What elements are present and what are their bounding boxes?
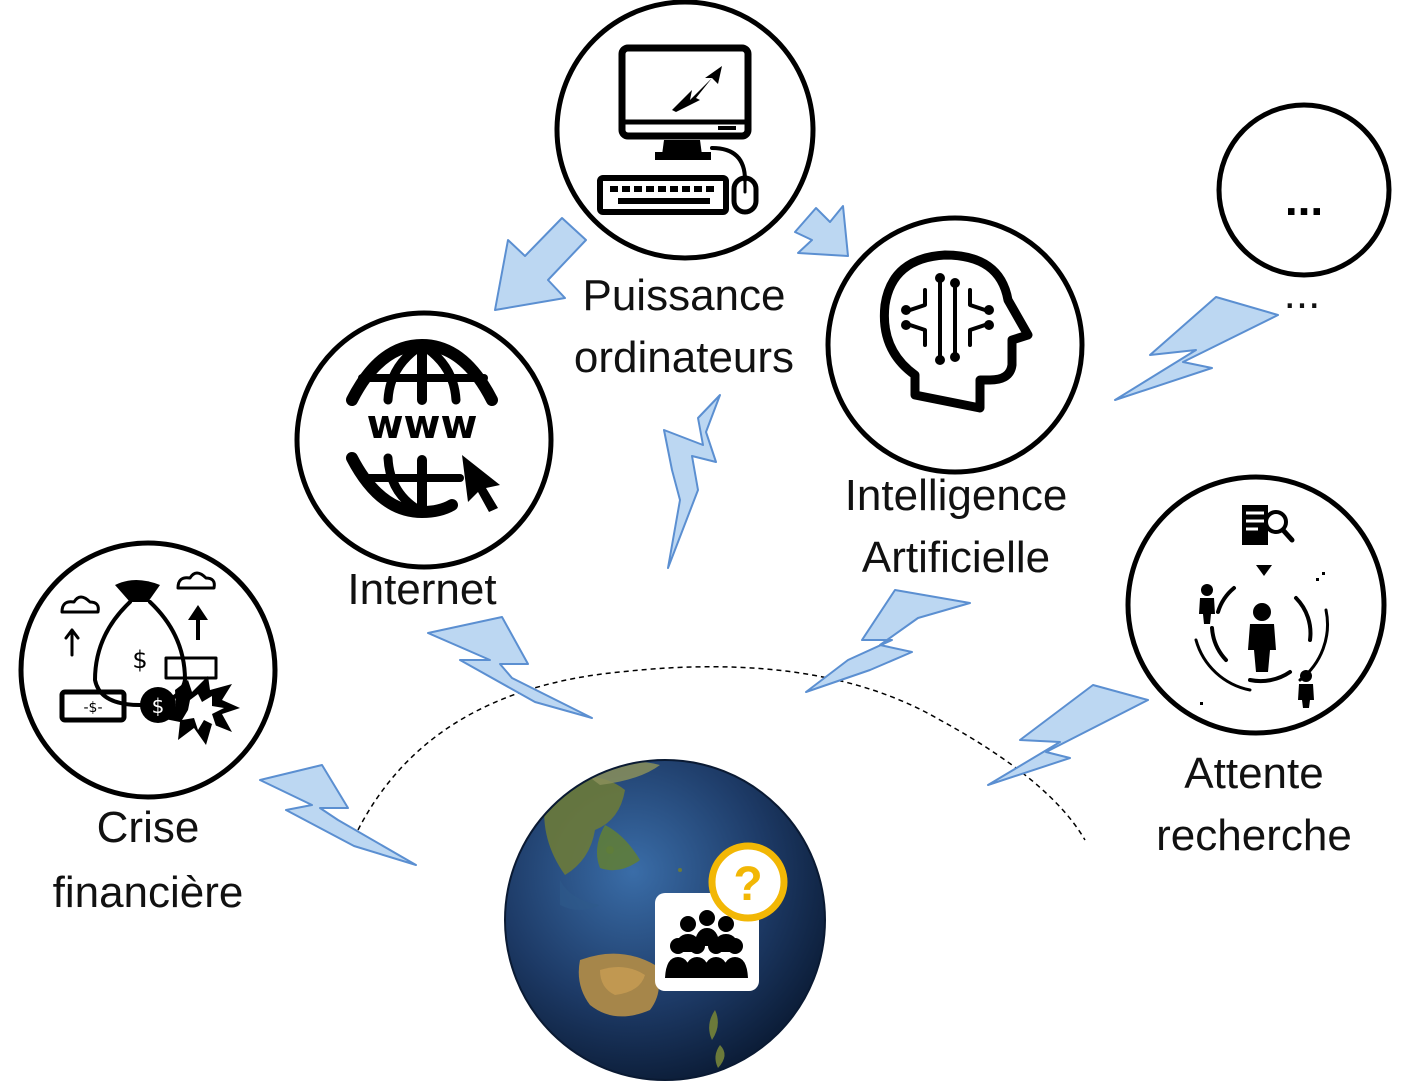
node-crise: $ -$- $ (18, 540, 278, 800)
label-internet: Internet (347, 565, 496, 614)
bolt-ai (805, 589, 971, 693)
svg-text:$: $ (132, 646, 147, 674)
question-badge-text: ? (733, 858, 762, 911)
bolt-future (1114, 296, 1279, 401)
label-puissance-line1: Puissance (582, 271, 785, 320)
node-puissance (554, 0, 816, 261)
computer-growth-icon (597, 44, 759, 215)
label-crise-line1: Crise (97, 803, 200, 852)
svg-text:-$-: -$- (83, 700, 102, 716)
label-ia-line2: Artificielle (862, 533, 1050, 582)
bolt-internet (427, 616, 593, 719)
label-ia-line1: Intelligence (845, 471, 1068, 520)
node-internet: www (294, 310, 554, 570)
arrow-to-internet (494, 217, 587, 311)
node-ia (825, 215, 1085, 475)
label-crise-line2: financière (53, 868, 244, 917)
audience-group-icon (665, 910, 748, 978)
label-puissance-line2: ordinateurs (574, 333, 794, 382)
ai-brain-head-icon (879, 250, 1033, 413)
bolt-center (663, 394, 721, 569)
label-attente-line1: Attente (1184, 749, 1323, 798)
person-search-icon (1194, 505, 1329, 708)
svg-text:$: $ (152, 694, 165, 718)
label-attente-line2: recherche (1156, 811, 1352, 860)
bolt-attente (987, 684, 1149, 786)
dashed-orbit-arc (357, 666, 1086, 841)
arrow-to-ai (794, 205, 849, 257)
globe-www-icon: www (346, 339, 500, 518)
node-future: ... (1216, 102, 1392, 278)
future-inner-text: ... (1285, 173, 1323, 225)
money-bag-crisis-icon: $ -$- $ (59, 571, 240, 745)
node-attente (1125, 474, 1387, 736)
audience-badge: ? (655, 842, 788, 991)
svg-text:www: www (367, 402, 478, 448)
label-future: ... (1284, 269, 1321, 318)
bolt-crise (259, 764, 417, 866)
